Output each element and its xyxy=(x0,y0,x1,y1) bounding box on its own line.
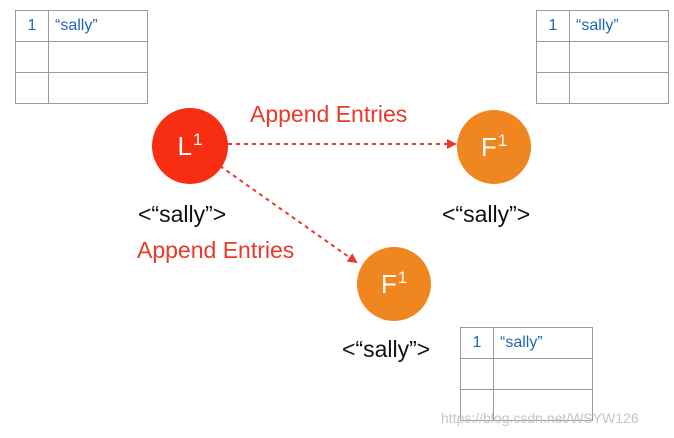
leader-state-label: <“sally”> xyxy=(138,201,227,227)
log-command-cell xyxy=(569,72,669,104)
log-command-cell xyxy=(569,41,669,73)
log-command-cell xyxy=(493,389,593,421)
log-row xyxy=(15,72,148,104)
log-index-cell xyxy=(460,358,494,390)
log-index-cell xyxy=(15,41,49,73)
log-index-cell: 1 xyxy=(15,10,49,42)
log-command-cell: “sally” xyxy=(569,10,669,42)
log-command-cell: “sally” xyxy=(48,10,148,42)
log-row xyxy=(15,41,148,73)
log-index-cell xyxy=(460,389,494,421)
log-command-cell: “sally” xyxy=(493,327,593,359)
log-index-cell: 1 xyxy=(536,10,570,42)
log-command-cell xyxy=(493,358,593,390)
log-index-cell xyxy=(536,41,570,73)
log-row: 1 “sally” xyxy=(15,10,148,42)
log-row xyxy=(536,72,669,104)
log-row: 1 “sally” xyxy=(536,10,669,42)
log-index-cell xyxy=(536,72,570,104)
leader-log-table: 1 “sally” xyxy=(15,10,148,104)
append-entries-arrow-to-bottom-follower xyxy=(219,165,358,264)
log-command-cell xyxy=(48,41,148,73)
log-row xyxy=(536,41,669,73)
leader-letter: L xyxy=(177,130,192,161)
leader-term: 1 xyxy=(193,130,203,149)
log-row: 1 “sally” xyxy=(460,327,593,359)
log-index-cell: 1 xyxy=(460,327,494,359)
watermark-text: https://blog.csdn.net/WSYW126 xyxy=(441,410,639,426)
append-entries-label-top: Append Entries xyxy=(250,101,408,127)
follower-bottom-term: 1 xyxy=(397,268,408,287)
follower-top-letter: F xyxy=(480,131,497,162)
log-index-cell xyxy=(15,72,49,104)
follower-top-term: 1 xyxy=(497,131,508,150)
log-command-cell xyxy=(48,72,148,104)
log-row xyxy=(460,389,593,421)
follower-top-log-table: 1 “sally” xyxy=(536,10,669,104)
follower-bottom-log-table: 1 “sally” xyxy=(460,327,593,421)
follower-bottom-letter: F xyxy=(380,268,397,299)
append-entries-label-bottom: Append Entries xyxy=(137,237,295,263)
log-row xyxy=(460,358,593,390)
follower-top-state-label: <“sally”> xyxy=(442,201,531,227)
follower-bottom-state-label: <“sally”> xyxy=(342,336,431,362)
